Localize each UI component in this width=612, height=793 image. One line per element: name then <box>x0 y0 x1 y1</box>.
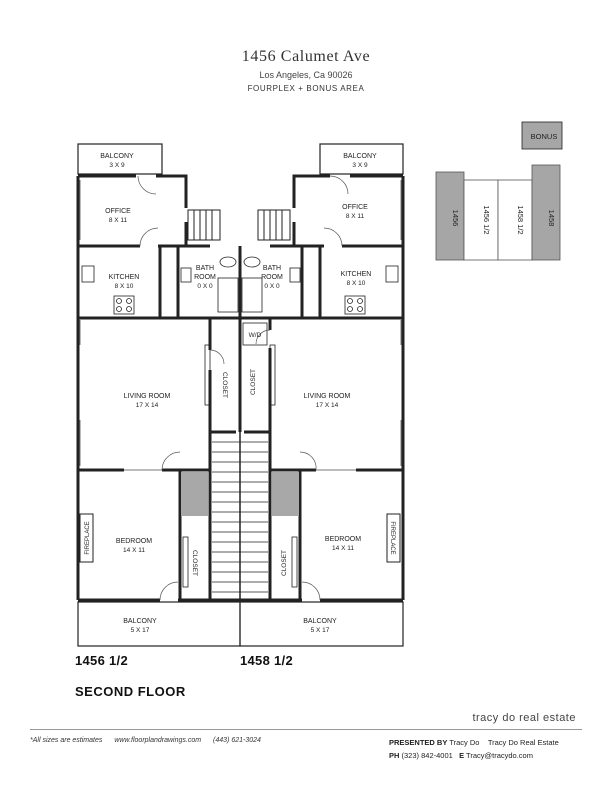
key-unit-label: 1458 1/2 <box>516 205 525 234</box>
room-name: KITCHEN <box>109 274 140 281</box>
key-unit-label: 1456 <box>451 210 460 227</box>
ph-label: PH <box>389 751 400 760</box>
shaft-left <box>181 472 208 516</box>
room-name: BALCONY <box>343 153 377 160</box>
key-unit-1458-half <box>497 179 533 261</box>
room-name: OFFICE <box>342 204 368 211</box>
room-size: 8 X 10 <box>115 283 134 290</box>
company-name: Tracy Do Real Estate <box>487 738 559 747</box>
footer-divider <box>30 729 582 730</box>
presented-by-label: PRESENTED BY <box>389 738 448 747</box>
fireplace-label: FIREPLACE <box>85 521 91 554</box>
room-name: BALCONY <box>303 618 337 625</box>
address: Los Angeles, Ca 90026 <box>259 70 353 80</box>
washer-dryer-label: W/D <box>249 332 262 339</box>
room-size: 3 X 9 <box>352 162 368 169</box>
room-size: 0 X 0 <box>264 283 280 290</box>
room-size: 3 X 9 <box>109 162 125 169</box>
room-size: 5 X 17 <box>311 627 330 634</box>
room-size: 14 X 11 <box>123 547 145 554</box>
closet-label: CLOSET <box>221 372 228 398</box>
bottom-balconies <box>77 601 404 647</box>
disclaimer: *All sizes are estimates <box>30 737 103 744</box>
unit-label-left: 1456 1/2 <box>75 653 129 668</box>
brand-logo: tracy do real estate <box>472 712 576 724</box>
key-bonus-label: BONUS <box>531 132 558 141</box>
key-map: BONUS 1456 1456 1/2 1458 1/2 1458 <box>435 121 563 261</box>
room-name: BEDROOM <box>116 538 152 545</box>
room-name: BATH <box>196 265 214 272</box>
unit-label-right: 1458 1/2 <box>240 653 294 668</box>
key-unit-label: 1458 <box>547 210 556 227</box>
room-size: 5 X 17 <box>131 627 150 634</box>
room-name: OFFICE <box>105 208 131 215</box>
fixtures <box>81 256 399 588</box>
doors <box>137 175 349 601</box>
room-size: 14 X 11 <box>332 545 354 552</box>
stairs-top <box>187 209 291 241</box>
key-unit-1458 <box>531 164 561 261</box>
room-size: 0 X 0 <box>197 283 213 290</box>
room-size: 17 X 14 <box>316 402 339 409</box>
room-name: LIVING ROOM <box>304 393 351 400</box>
room-name: BALCONY <box>100 153 134 160</box>
page-title: 1456 Calumet Ave <box>241 48 371 65</box>
floor-label: SECOND FLOOR <box>75 684 186 699</box>
room-name: BEDROOM <box>325 536 361 543</box>
room-size: 8 X 11 <box>346 213 365 220</box>
fireplace-left-box <box>79 513 94 563</box>
footer-phone: (443) 621-3024 <box>213 737 261 744</box>
room-name: ROOM <box>194 274 216 281</box>
stairs-center <box>212 432 268 600</box>
windows <box>79 180 402 471</box>
website-link[interactable]: www.floorplandrawings.com <box>114 737 202 744</box>
key-unit-1456 <box>435 171 465 261</box>
fireplace-label: FIREPLACE <box>389 521 395 554</box>
key-bonus <box>521 121 563 150</box>
shaft-right <box>272 472 299 516</box>
room-name: LIVING ROOM <box>124 393 171 400</box>
closet-label: CLOSET <box>250 369 257 395</box>
closet-label: CLOSET <box>191 550 198 576</box>
fireplace-right-box <box>386 513 401 563</box>
room-name: KITCHEN <box>341 271 372 278</box>
closet-label: CLOSET <box>281 550 288 576</box>
key-unit-label: 1456 1/2 <box>482 205 491 234</box>
property-type: FOURPLEX + BONUS AREA <box>247 84 365 93</box>
footer-right: PRESENTED BY Tracy Do Tracy Do Real Esta… <box>389 736 559 762</box>
email-label: E <box>459 751 465 760</box>
contact-email[interactable]: Tracy@tracydo.com <box>466 751 533 760</box>
room-size: 17 X 14 <box>136 402 159 409</box>
contact-phone: (323) 842-4001 <box>401 751 453 760</box>
key-unit-1456-half <box>463 179 499 261</box>
room-name: BATH <box>263 265 281 272</box>
room-name: ROOM <box>261 274 283 281</box>
presenter-name: Tracy Do <box>449 738 480 747</box>
room-name: BALCONY <box>123 618 157 625</box>
room-size: 8 X 11 <box>109 217 128 224</box>
footer-left: *All sizes are estimates www.floorplandr… <box>30 737 271 744</box>
room-size: 8 X 10 <box>347 280 366 287</box>
